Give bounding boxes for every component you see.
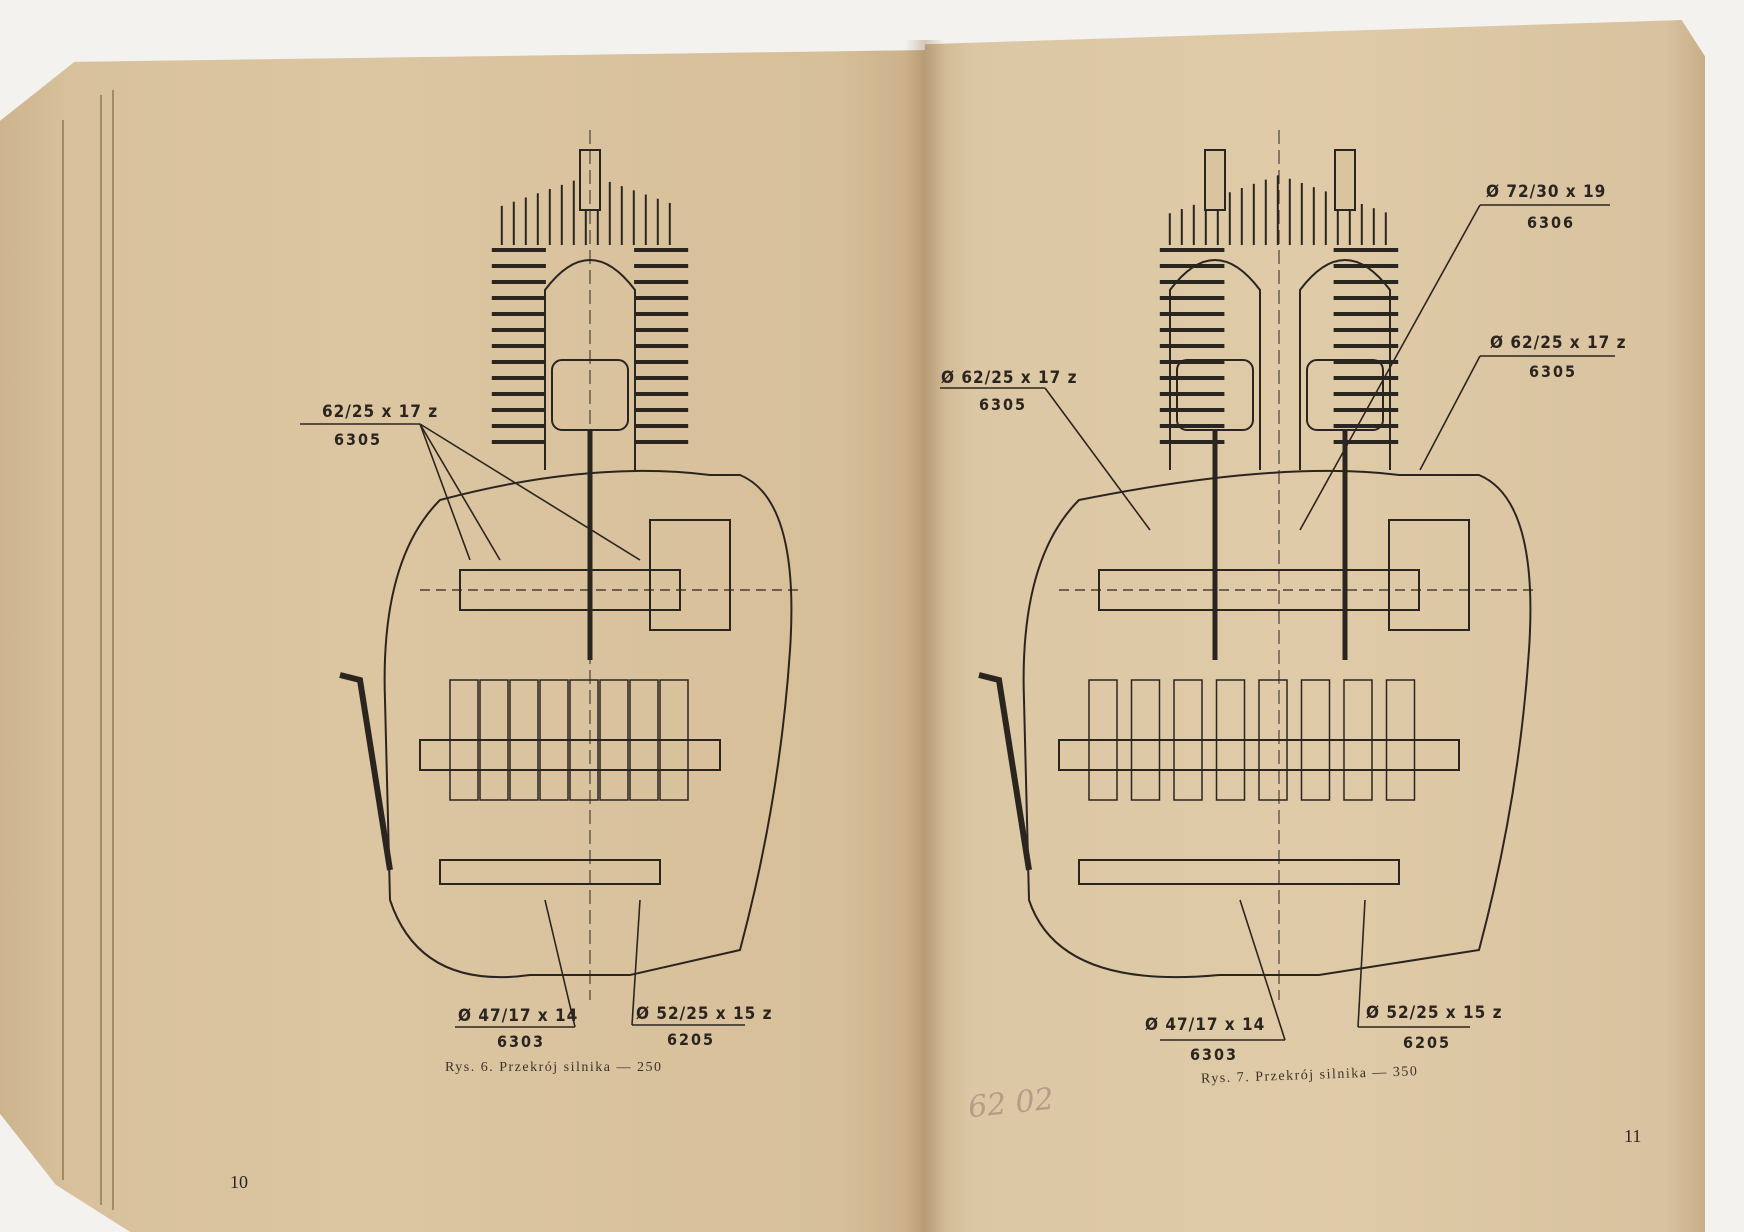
bearing-spec-label: Ø 52/25 x 15 z bbox=[1366, 1003, 1503, 1023]
left-page bbox=[0, 50, 930, 1232]
bearing-spec-label: Ø 47/17 x 14 bbox=[458, 1006, 579, 1026]
page-edge bbox=[62, 120, 64, 1180]
bearing-code-label: 6305 bbox=[334, 430, 383, 449]
bearing-code-label: 6305 bbox=[979, 395, 1028, 414]
bearing-spec-label: Ø 52/25 x 15 z bbox=[636, 1004, 773, 1024]
page-number: 11 bbox=[1624, 1126, 1642, 1146]
bearing-code-label: 6303 bbox=[497, 1032, 546, 1051]
bearing-code-label: 6303 bbox=[1190, 1045, 1239, 1064]
bearing-spec-label: Ø 72/30 x 19 bbox=[1486, 182, 1607, 202]
bearing-code-label: 6306 bbox=[1527, 213, 1576, 232]
bearing-spec-label: Ø 62/25 x 17 z bbox=[1490, 333, 1627, 353]
page-edge bbox=[112, 90, 114, 1210]
right-page bbox=[925, 20, 1705, 1232]
figure-caption: Rys. 6. Przekrój silnika — 250 bbox=[445, 1060, 663, 1075]
bearing-spec-label: 62/25 x 17 z bbox=[322, 402, 439, 422]
book-spine bbox=[905, 40, 945, 1232]
bearing-spec-label: Ø 62/25 x 17 z bbox=[941, 368, 1078, 388]
leader-lines bbox=[300, 204, 1615, 1041]
bearing-code-label: 6305 bbox=[1529, 362, 1578, 381]
page-edge bbox=[100, 95, 102, 1205]
bearing-code-label: 6205 bbox=[1403, 1033, 1452, 1052]
engine-250-cross-section bbox=[339, 130, 800, 1000]
engine-350-cross-section bbox=[978, 130, 1539, 1000]
bearing-spec-label: Ø 47/17 x 14 bbox=[1145, 1015, 1266, 1035]
page-number: 10 bbox=[230, 1172, 248, 1192]
bearing-code-label: 6205 bbox=[667, 1030, 716, 1049]
